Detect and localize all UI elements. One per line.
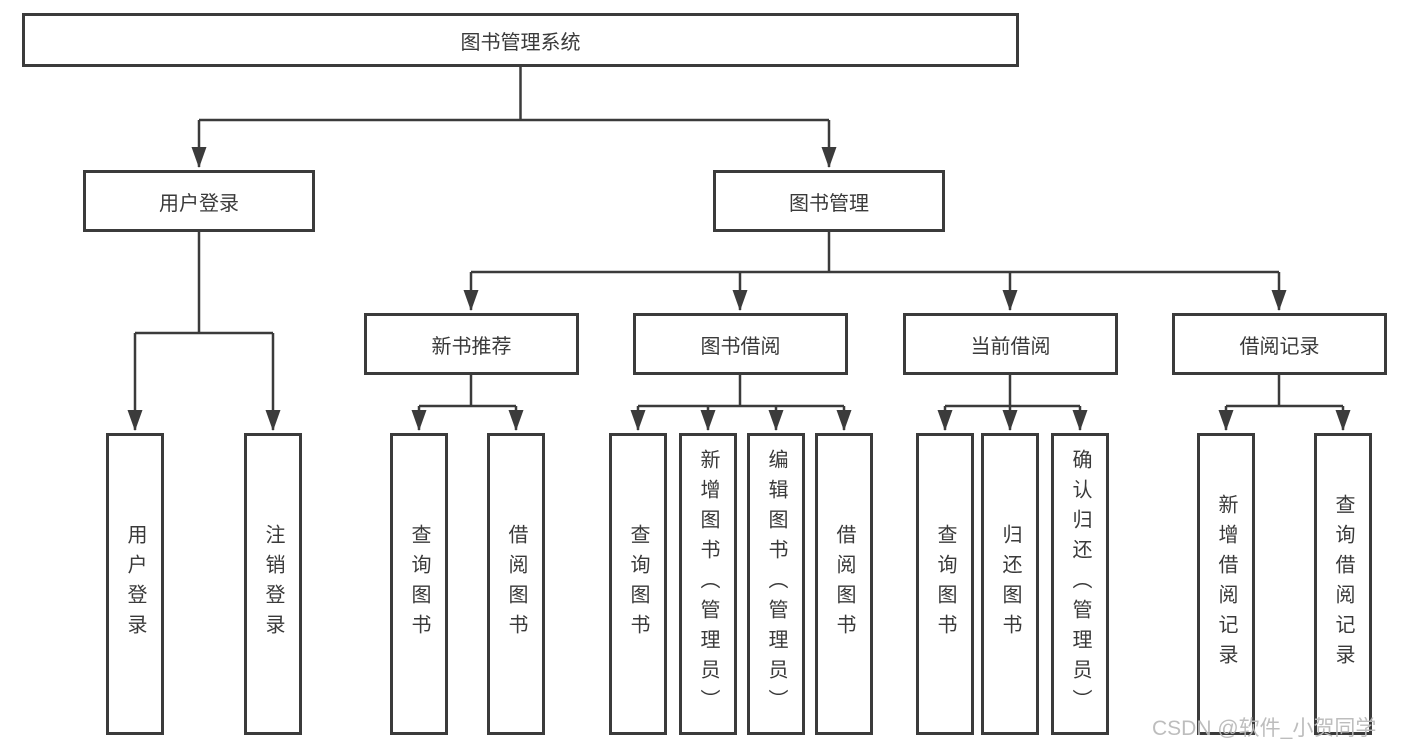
- node-label: 借阅记录: [1239, 335, 1320, 358]
- node-label: 借阅图书: [833, 524, 855, 644]
- node-label: 查询图书: [934, 524, 956, 644]
- node-label: 新增借阅记录: [1215, 494, 1237, 674]
- node-label: 新增图书（管理员）: [697, 449, 719, 719]
- node-label: 新书推荐: [431, 335, 512, 358]
- node-label: 图书管理系统: [460, 31, 581, 54]
- leaf-br-add-borrow-record: 新增借阅记录: [1197, 433, 1255, 735]
- node-label: 图书管理: [789, 192, 869, 215]
- leaf-cb-query-books: 查询图书: [916, 433, 974, 735]
- node-new-book-recommend: 新书推荐: [364, 313, 579, 375]
- node-label: 当前借阅: [970, 335, 1051, 358]
- leaf-bb-add-books-admin: 新增图书（管理员）: [679, 433, 737, 735]
- leaf-cb-confirm-return-admin: 确认归还（管理员）: [1051, 433, 1109, 735]
- csdn-watermark: CSDN @软件_小贺同学: [1152, 717, 1377, 740]
- node-label: 注销登录: [262, 524, 284, 644]
- node-user-login: 用户登录: [83, 170, 315, 232]
- node-label: 查询图书: [627, 524, 649, 644]
- node-borrow-records: 借阅记录: [1172, 313, 1387, 375]
- leaf-cb-return-books: 归还图书: [981, 433, 1039, 735]
- node-current-borrow: 当前借阅: [903, 313, 1118, 375]
- node-book-management: 图书管理: [713, 170, 945, 232]
- node-label: 归还图书: [999, 524, 1021, 644]
- node-label: 编辑图书（管理员）: [765, 449, 787, 719]
- node-label: 用户登录: [159, 192, 239, 215]
- leaf-bb-borrow-books: 借阅图书: [815, 433, 873, 735]
- node-book-borrow: 图书借阅: [633, 313, 848, 375]
- node-label: 用户登录: [124, 524, 146, 644]
- node-label: 借阅图书: [505, 524, 527, 644]
- leaf-nb-borrow-books: 借阅图书: [487, 433, 545, 735]
- node-label: 确认归还（管理员）: [1069, 449, 1091, 719]
- node-label: 查询图书: [408, 524, 430, 644]
- leaf-nb-query-books: 查询图书: [390, 433, 448, 735]
- leaf-bb-edit-books-admin: 编辑图书（管理员）: [747, 433, 805, 735]
- node-label: 图书借阅: [700, 335, 781, 358]
- leaf-user-login: 用户登录: [106, 433, 164, 735]
- leaf-bb-query-books: 查询图书: [609, 433, 667, 735]
- leaf-logout: 注销登录: [244, 433, 302, 735]
- node-label: 查询借阅记录: [1332, 494, 1354, 674]
- leaf-br-query-borrow-record: 查询借阅记录: [1314, 433, 1372, 735]
- node-root-library-system: 图书管理系统: [22, 13, 1019, 67]
